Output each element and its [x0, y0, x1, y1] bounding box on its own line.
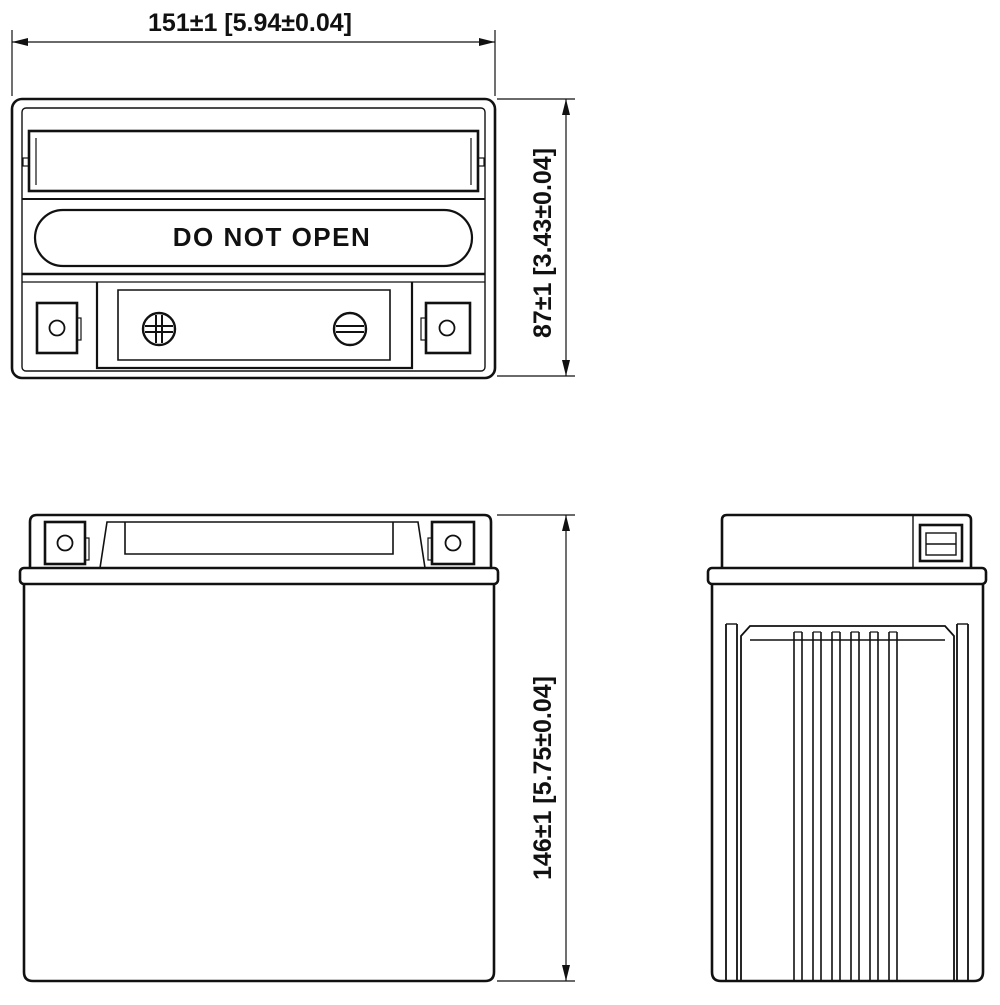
top-view: 151±1 [5.94±0.04] DO NOT OPEN: [10, 9, 575, 380]
depth-dimension: 87±1 [3.43±0.04]: [497, 98, 575, 377]
side-view: [706, 513, 988, 983]
terminal-block: [95, 282, 414, 370]
terminal-negative-icon: [332, 311, 368, 347]
side-ribs: [793, 631, 898, 981]
front-view: 146±1 [5.75±0.04]: [18, 513, 575, 983]
width-dimension-label: 151±1 [5.94±0.04]: [148, 9, 352, 37]
vent-strip: [27, 129, 480, 193]
height-dimension: 146±1 [5.75±0.04]: [497, 514, 575, 982]
height-dimension-label: 146±1 [5.75±0.04]: [529, 676, 557, 880]
side-lid-rim: [706, 566, 988, 586]
warning-label-text: DO NOT OPEN: [173, 222, 372, 252]
front-lid: [28, 513, 493, 568]
side-panel: [740, 625, 955, 981]
side-lid: [720, 513, 973, 568]
width-arrow-right: [479, 38, 495, 46]
terminal-post-right: [420, 301, 472, 355]
front-terminal-left: [43, 520, 90, 566]
front-lid-rim: [18, 566, 500, 586]
side-terminal: [918, 523, 964, 563]
top-case-inner: [21, 107, 486, 372]
front-terminal-right: [427, 520, 476, 566]
depth-dimension-label: 87±1 [3.43±0.04]: [529, 148, 557, 338]
top-case-outline: [10, 97, 497, 380]
front-case-body: [22, 584, 496, 983]
terminal-post-left: [35, 301, 82, 355]
warning-label-plate: [33, 208, 474, 268]
width-arrow-left: [12, 38, 28, 46]
terminal-positive-icon: [141, 311, 177, 347]
width-dimension: 151±1 [5.94±0.04]: [11, 9, 496, 96]
side-case-body: [710, 584, 985, 983]
